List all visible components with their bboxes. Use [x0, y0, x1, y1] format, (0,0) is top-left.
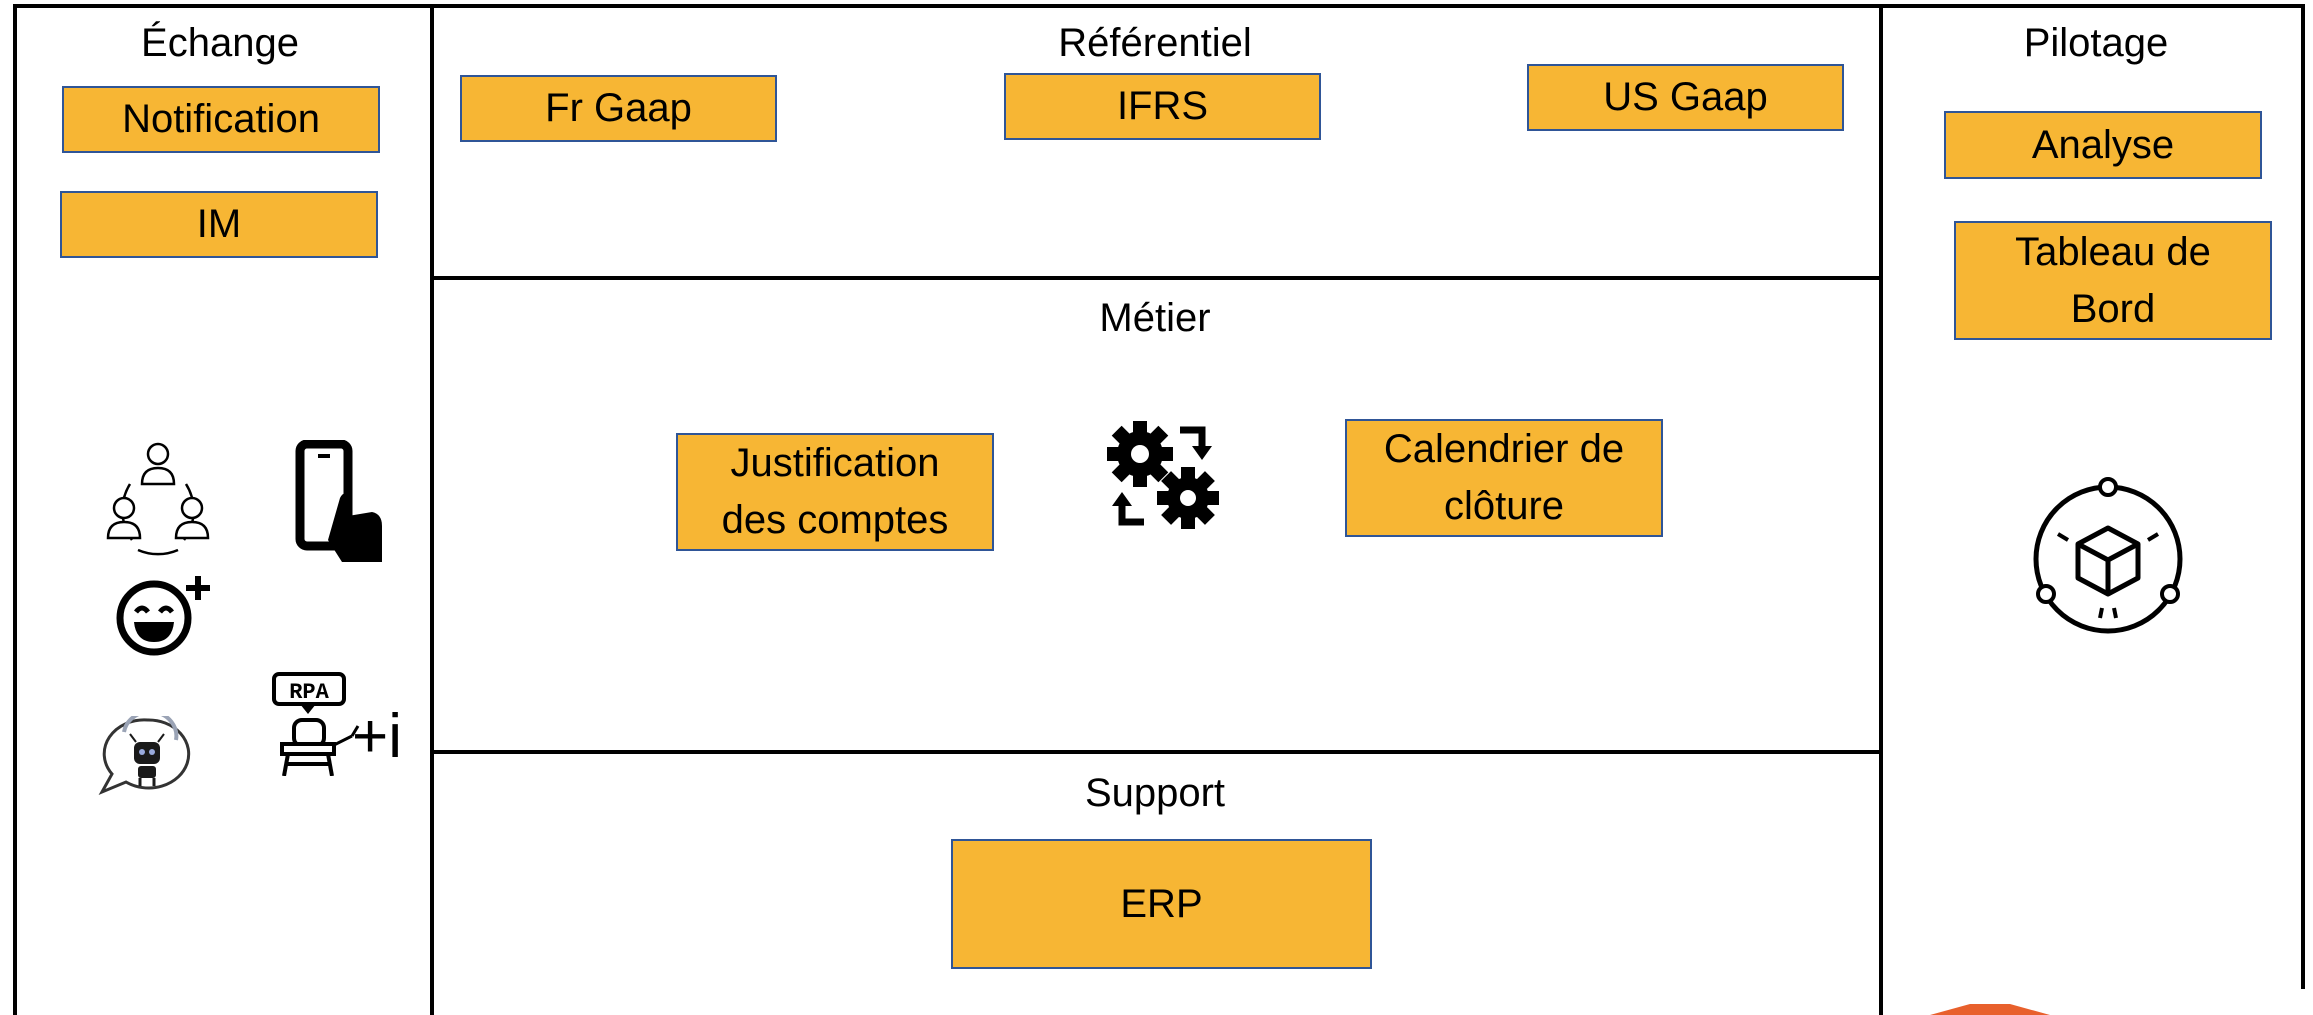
- outer-left-border: [13, 4, 17, 1015]
- tableau-line-2: Bord: [2070, 286, 2156, 331]
- metier-title: Métier: [1099, 296, 1211, 340]
- erp-box: ERP: [951, 839, 1372, 969]
- smile-plus-icon: [114, 574, 214, 658]
- divider-echange: [430, 4, 434, 1015]
- team-network-icon: [102, 440, 214, 564]
- echange-title: Échange: [141, 21, 299, 65]
- tableau-line-1: Tableau de: [2015, 229, 2211, 274]
- rpa-badge-text: RPA: [289, 680, 329, 705]
- im-box: IM: [60, 191, 378, 258]
- cube-network-icon: [2024, 474, 2192, 644]
- tableau-de-bord-box: Tableau de Bord: [1954, 221, 2272, 340]
- calendrier-cloture-box: Calendrier de clôture: [1345, 419, 1663, 537]
- notification-box: Notification: [62, 86, 380, 153]
- pilotage-title: Pilotage: [2023, 21, 2169, 65]
- fr-gaap-box: Fr Gaap: [460, 75, 777, 142]
- divider-pilotage: [1879, 4, 1883, 1015]
- rpa-suffix-text: +i: [352, 702, 402, 771]
- divider-referentiel-metier: [430, 276, 1883, 280]
- divider-metier-support: [430, 750, 1883, 754]
- referentiel-title: Référentiel: [1058, 21, 1252, 65]
- rpa-robot-icon: RPA: [272, 672, 362, 776]
- phone-touch-icon: [292, 440, 384, 562]
- justification-line-1: Justification: [730, 441, 940, 485]
- justification-line-2: des comptes: [721, 498, 949, 542]
- us-gaap-box: US Gaap: [1527, 64, 1844, 131]
- chatbot-icon: [96, 716, 192, 796]
- orange-corner-shape: [1930, 1004, 2050, 1015]
- calendrier-line-2: clôture: [1443, 484, 1565, 528]
- analyse-box: Analyse: [1944, 111, 2262, 179]
- ifrs-box: IFRS: [1004, 73, 1321, 140]
- gears-cycle-icon: [1106, 420, 1222, 530]
- calendrier-line-1: Calendrier de: [1383, 427, 1625, 471]
- outer-right-border: [2301, 4, 2305, 989]
- outer-top-border: [13, 4, 2305, 8]
- support-title: Support: [1084, 771, 1226, 815]
- justification-comptes-box: Justification des comptes: [676, 433, 994, 551]
